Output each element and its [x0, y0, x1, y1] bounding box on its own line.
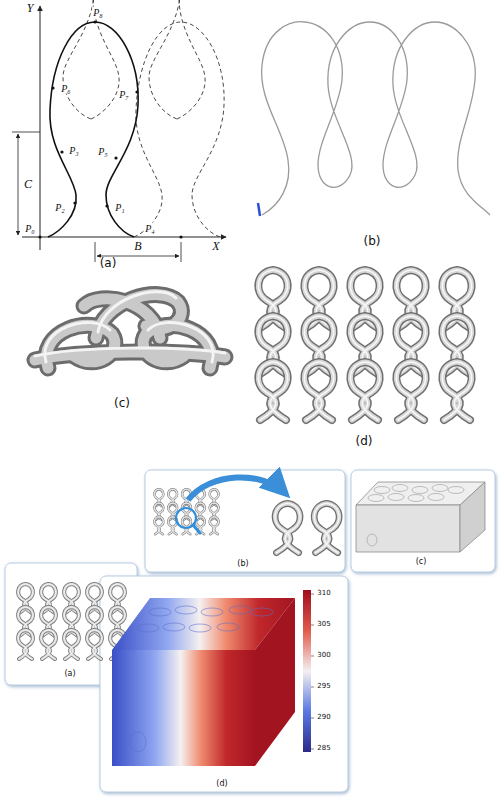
knit-fabric-small [18, 584, 125, 659]
colorbar-tick: 310 [316, 590, 331, 598]
point-label: P₁ [114, 202, 126, 213]
panel-label: (d) [355, 435, 374, 448]
point-label: P₆ [60, 83, 72, 94]
colorbar-tick: 285 [316, 745, 331, 753]
panel-label: (b) [236, 560, 249, 569]
panel-frames [5, 470, 495, 792]
point-label: P₅ [97, 146, 109, 157]
panel-label: (d) [215, 780, 228, 789]
temperature-field [112, 590, 314, 766]
loop-geometry [5, 0, 267, 262]
panel-label: (c) [415, 558, 428, 567]
point-label: P₇ [118, 89, 130, 100]
yarn-centreline [258, 22, 490, 216]
colorbar-tick: 305 [316, 621, 331, 629]
panel-label: (c) [113, 397, 131, 410]
knit-fabric [258, 270, 471, 420]
point-label: P₄ [144, 223, 156, 234]
colorbar-tick: 295 [316, 683, 331, 691]
panel-label: (a) [63, 670, 76, 679]
tube-model [35, 292, 225, 368]
panel-label: (a) [99, 257, 118, 270]
colorbar-tick: 290 [316, 714, 331, 722]
dimension-label: C [23, 178, 33, 191]
unit-cell-zoom [155, 477, 340, 552]
computational-domain [356, 482, 485, 552]
point-label: P₀ [24, 223, 36, 234]
panel-label: (b) [363, 235, 382, 248]
axis-label: X [211, 240, 220, 253]
point-label: P₃ [68, 145, 80, 156]
point-label: P₈ [92, 7, 104, 18]
axis-label: Y [26, 2, 35, 15]
dimension-label: B [133, 240, 142, 253]
colorbar-tick: 300 [316, 652, 331, 660]
point-label: P₂ [54, 202, 66, 213]
